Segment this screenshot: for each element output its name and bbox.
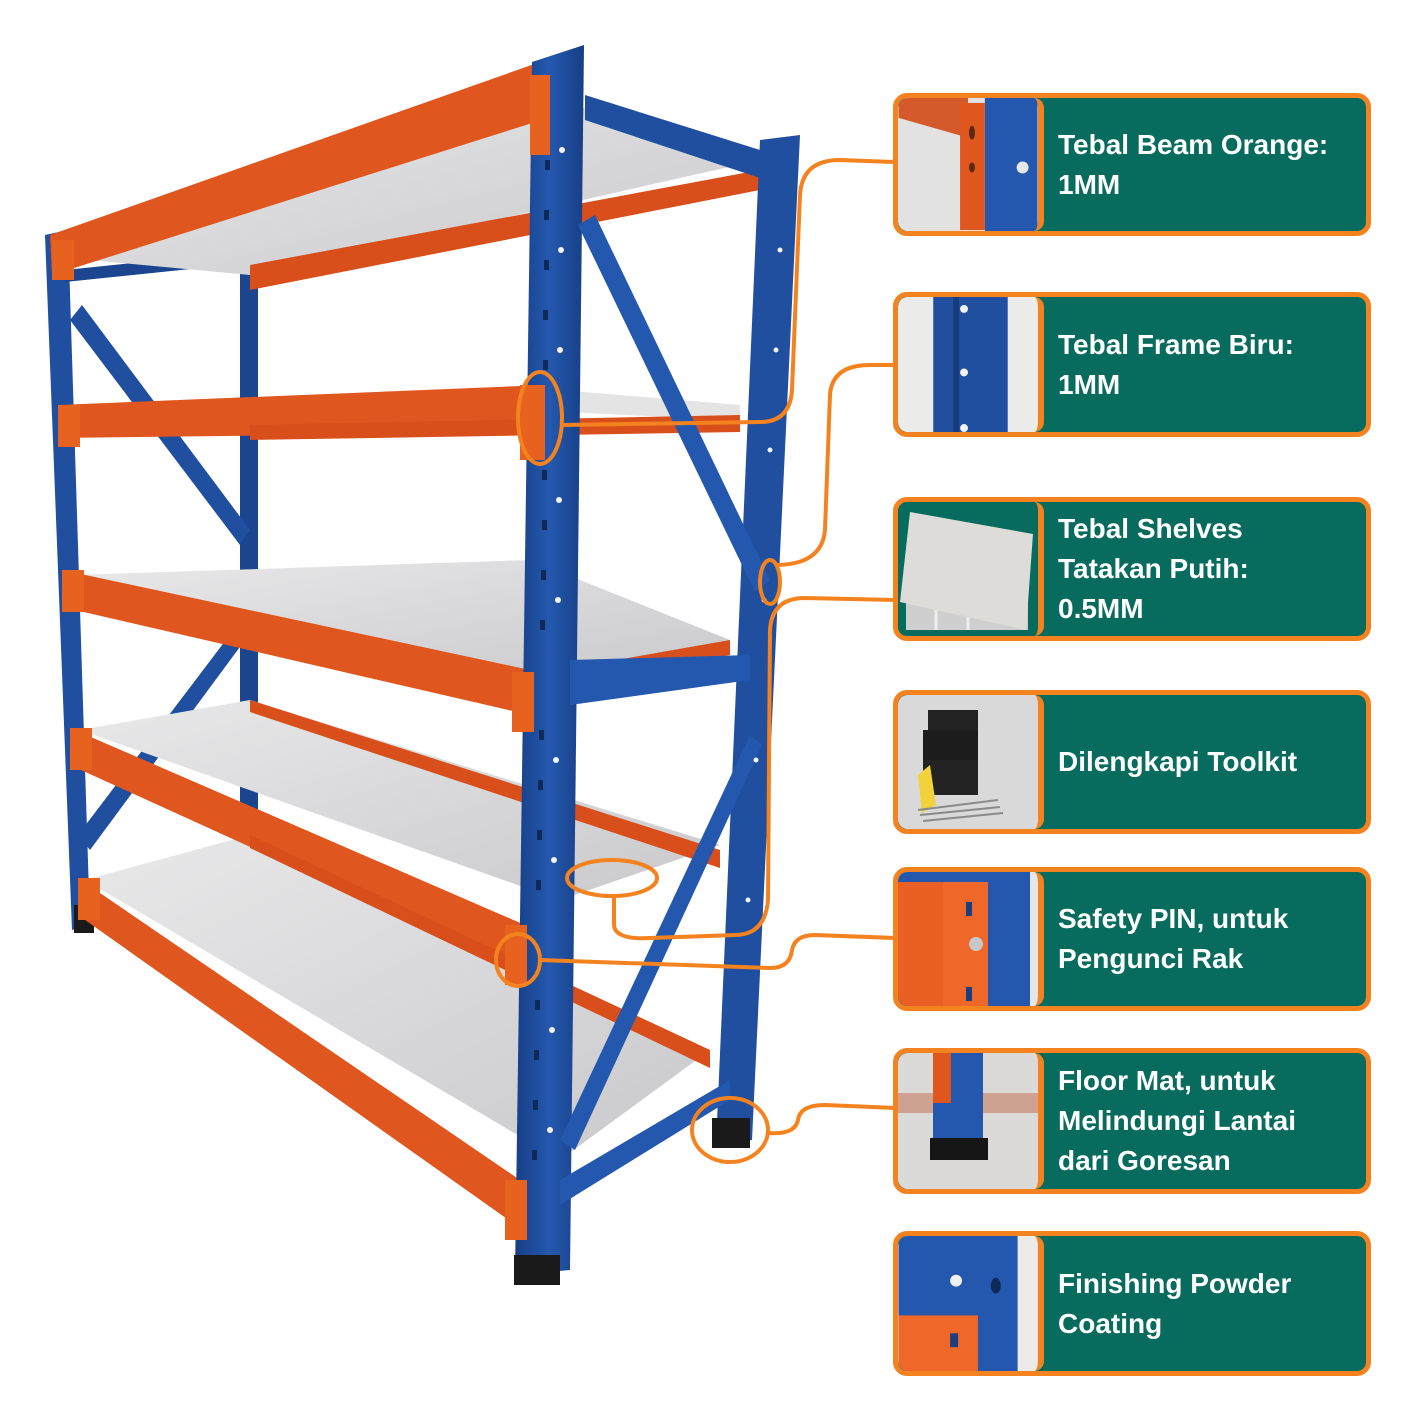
callout-label-shelves: Tebal Shelves Tatakan Putih: 0.5MM (1058, 513, 1249, 624)
callout-label-safetypin: Safety PIN, untuk Pengunci Rak (1058, 903, 1289, 974)
callout-label-frame: Tebal Frame Biru: 1MM (1058, 328, 1294, 400)
upright-front-right (514, 45, 584, 1285)
callout-card-toolkit: Dilengkapi Toolkit (893, 690, 1371, 834)
beam-top-front (50, 62, 548, 275)
thumb-safety-pin-closeup (898, 872, 1044, 1006)
floor-mat-icon (898, 1053, 1038, 1189)
callout-card-beam: Tebal Beam Orange: 1MM (893, 93, 1371, 236)
callout-card-frame: Tebal Frame Biru: 1MM (893, 292, 1371, 437)
callout-card-coating: Finishing Powder Coating (893, 1231, 1371, 1376)
beam-5-front (78, 878, 520, 1228)
callout-card-safetypin: Safety PIN, untuk Pengunci Rak (893, 867, 1371, 1011)
callout-card-shelves: Tebal Shelves Tatakan Putih: 0.5MM (893, 497, 1371, 641)
callout-card-floormat: Floor Mat, untuk Melindungi Lantai dari … (893, 1048, 1371, 1194)
frame-closeup-icon (898, 297, 1038, 432)
beam-3-front (62, 570, 530, 715)
shelf-top (68, 95, 760, 275)
thumb-orange-beam-closeup (898, 98, 1044, 231)
toolkit-bag-icon (898, 695, 1038, 829)
powder-coating-icon (898, 1236, 1038, 1371)
shelf-2 (560, 390, 740, 420)
thumb-powder-coating-closeup (898, 1236, 1044, 1371)
upright-back-right (712, 135, 800, 1148)
safety-pin-icon (898, 872, 1038, 1006)
beam-closeup-icon (898, 98, 1038, 231)
callout-label-floormat: Floor Mat, untuk Melindungi Lantai dari … (1058, 1065, 1296, 1176)
thumb-blue-frame-closeup (898, 297, 1044, 432)
thumb-white-shelf-panel (898, 502, 1044, 636)
callout-connectors (494, 157, 896, 1164)
brace-right-upper (578, 215, 770, 592)
callout-label-coating: Finishing Powder Coating (1058, 1267, 1292, 1339)
callout-label-toolkit: Dilengkapi Toolkit (1058, 746, 1298, 777)
brace-right-lower (560, 735, 762, 1150)
thumb-toolkit-bag (898, 695, 1044, 829)
thumb-floor-mat-foot (898, 1053, 1044, 1189)
callout-label-beam: Tebal Beam Orange: 1MM (1058, 128, 1329, 200)
shelf-panel-icon (898, 502, 1038, 636)
